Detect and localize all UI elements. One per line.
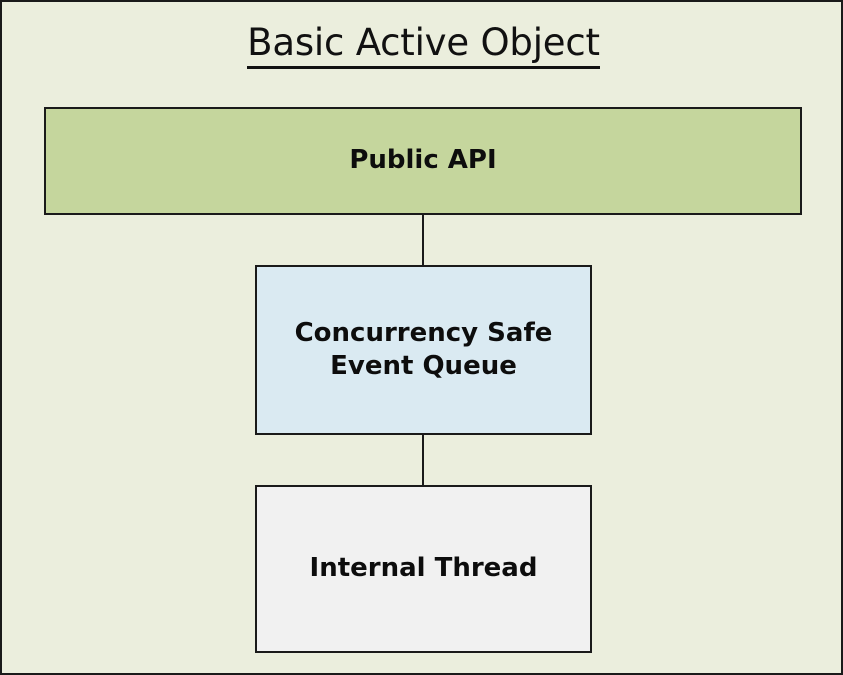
- node-event-queue[interactable]: Concurrency Safe Event Queue: [255, 265, 592, 435]
- node-event-queue-label: Concurrency Safe Event Queue: [294, 317, 553, 381]
- node-public-api-label: Public API: [349, 145, 497, 176]
- connector-event-queue-to-internal-thread: [422, 433, 424, 487]
- diagram-title: Basic Active Object: [2, 23, 841, 69]
- node-public-api[interactable]: Public API: [44, 107, 802, 215]
- connector-public-api-to-event-queue: [422, 213, 424, 267]
- node-internal-thread[interactable]: Internal Thread: [255, 485, 592, 653]
- diagram-title-text: Basic Active Object: [247, 23, 600, 69]
- node-internal-thread-label: Internal Thread: [309, 553, 538, 584]
